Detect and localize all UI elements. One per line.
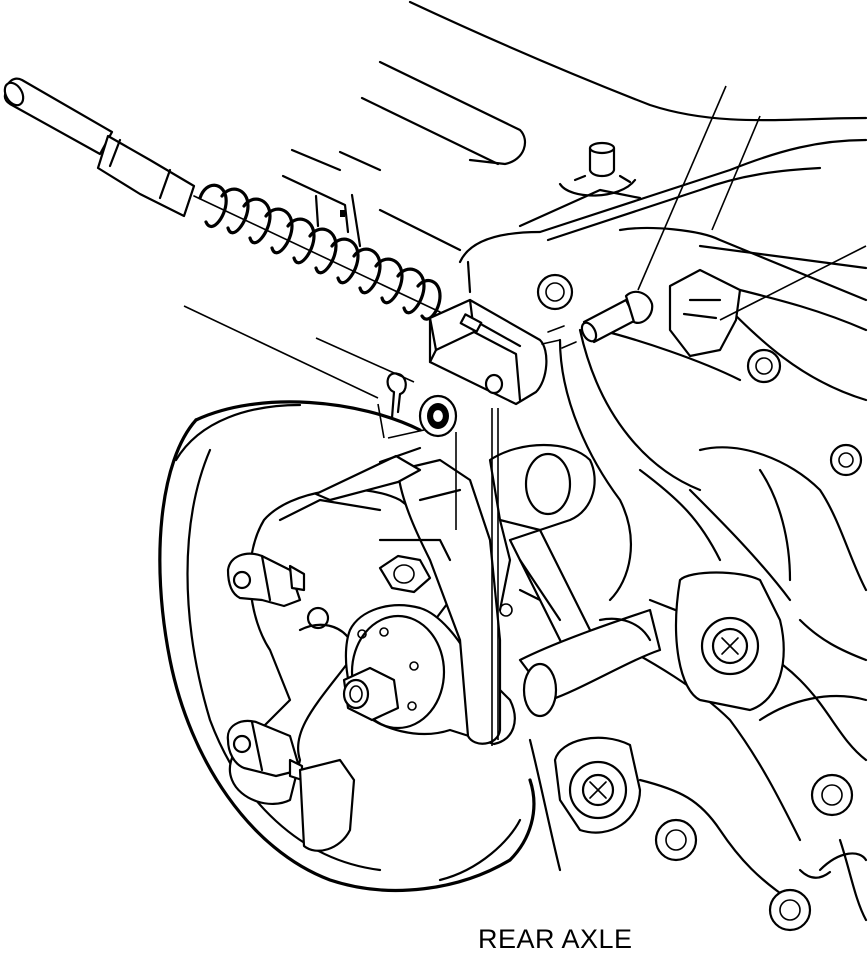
callout-leader-lines: [183, 85, 867, 746]
suspension-link: [378, 444, 662, 718]
housing-bolt: [768, 888, 812, 932]
housing-bolt: [829, 443, 863, 477]
washer: [418, 394, 458, 438]
housing-bolt: [536, 273, 574, 311]
clevis-pin: [541, 290, 654, 349]
vehicle-frame: [281, 0, 868, 294]
cable-clevis: [428, 298, 548, 406]
housing-bolt: [654, 818, 698, 862]
axle-housing: [528, 226, 868, 932]
parking-brake-lever: [314, 446, 502, 745]
cotter-pin: [386, 372, 407, 420]
housing-bolt: [810, 773, 854, 817]
return-spring: [198, 183, 442, 321]
housing-bolt: [746, 348, 782, 384]
parking-brake-cable: [3, 77, 442, 321]
diagram-caption: REAR AXLE: [478, 924, 633, 954]
